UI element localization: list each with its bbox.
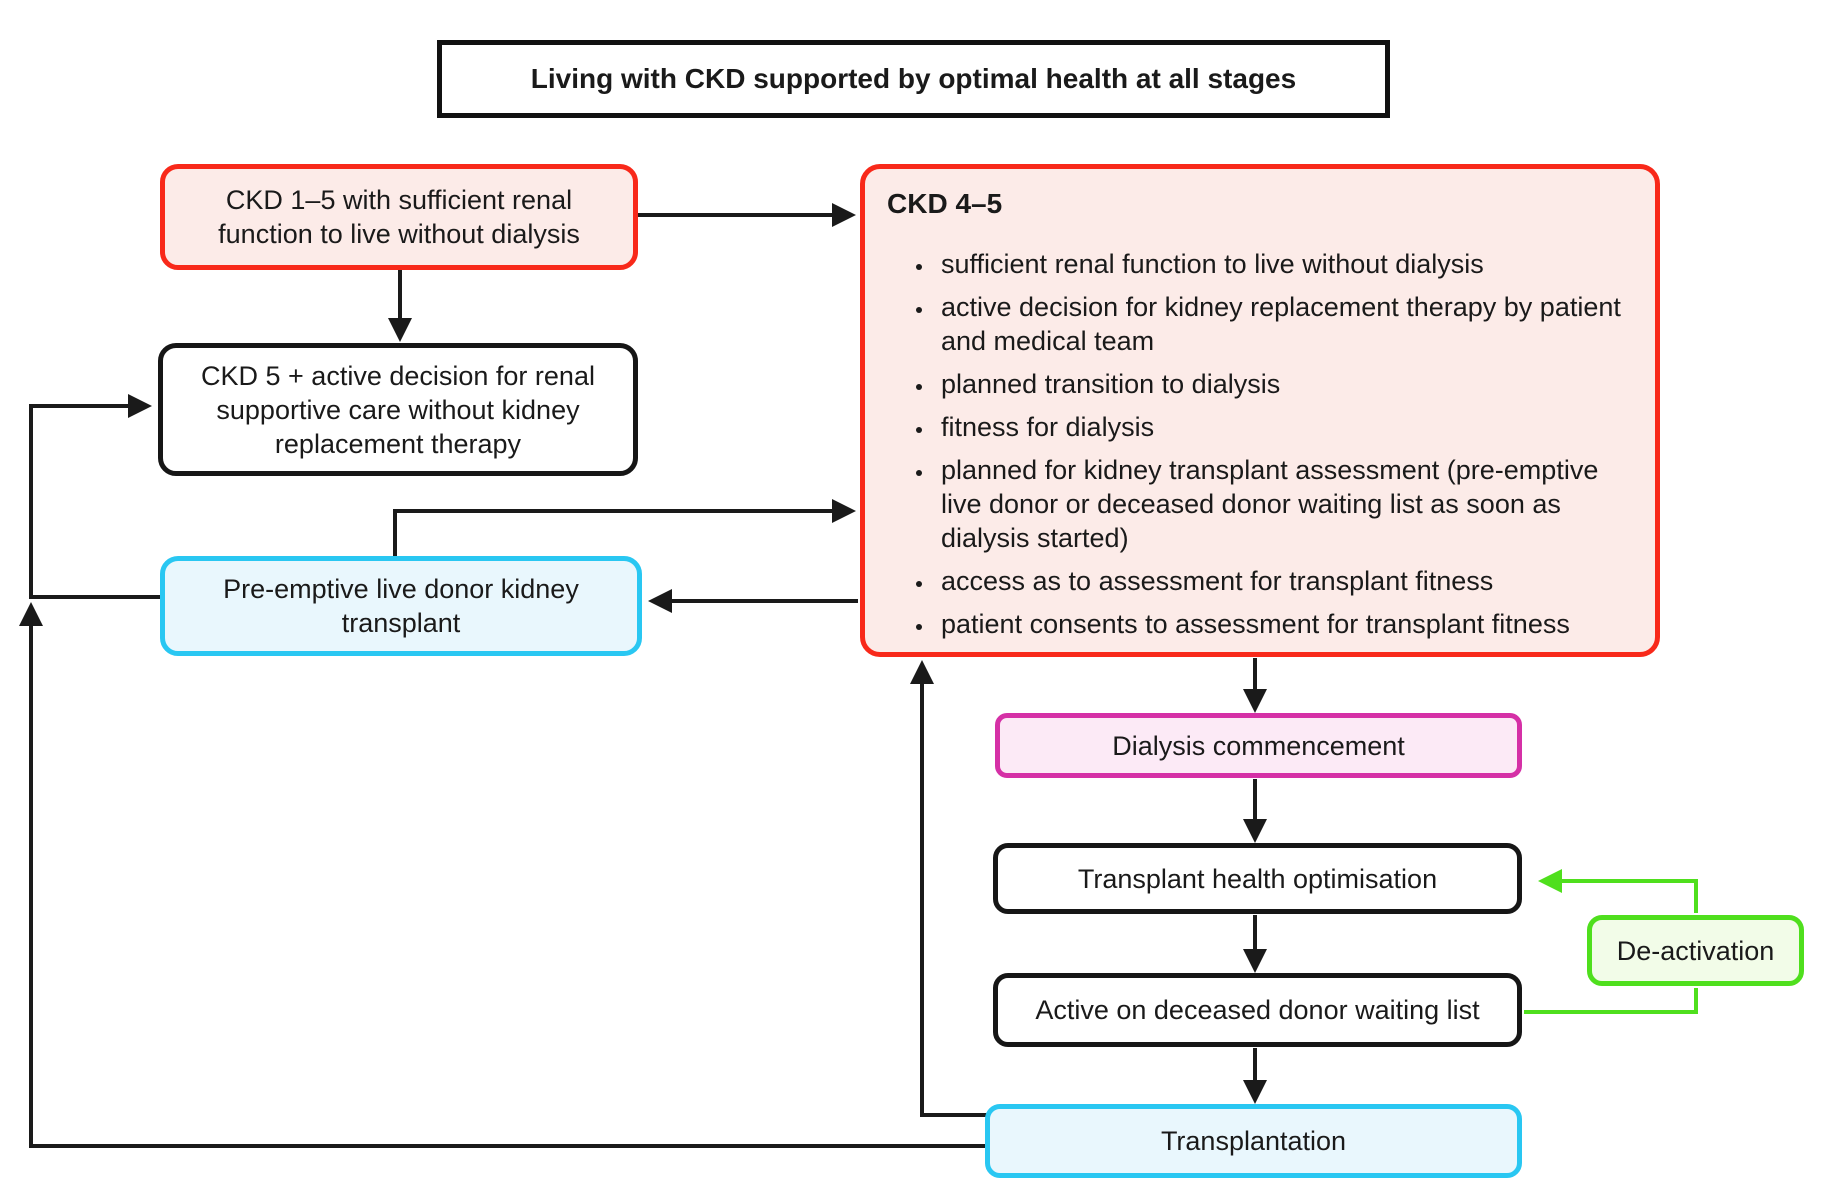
box-deactivation: De-activation (1587, 915, 1804, 986)
green-line-active-to-deactivation (1524, 988, 1698, 1014)
box-dialysis-commencement-label: Dialysis commencement (1112, 730, 1405, 761)
bullet-item: fitness for dialysis (935, 410, 1633, 444)
box-ckd-5-supportive-care: CKD 5 + active decision for renal suppor… (158, 343, 638, 476)
title-text: Living with CKD supported by optimal hea… (530, 63, 1297, 94)
arrow-transplantation-feedback-left (19, 602, 990, 1148)
box-transplant-health-optimisation: Transplant health optimisation (993, 843, 1522, 914)
bullet-item: active decision for kidney replacement t… (935, 290, 1633, 358)
arrow-preemptive-to-ckd5 (29, 394, 162, 599)
box-active-deceased-donor-waiting-list-label: Active on deceased donor waiting list (1035, 995, 1480, 1025)
title-box: Living with CKD supported by optimal hea… (437, 40, 1390, 118)
box-transplantation: Transplantation (985, 1104, 1522, 1178)
bullet-item: patient consents to assessment for trans… (935, 607, 1633, 641)
box-ckd-4-5-heading: CKD 4–5 (887, 188, 1003, 219)
box-ckd-4-5-bullet-list: sufficient renal function to live withou… (887, 247, 1633, 641)
box-ckd-1-5: CKD 1–5 with sufficient renal function t… (160, 164, 638, 270)
bullet-item: sufficient renal function to live withou… (935, 247, 1633, 281)
box-dialysis-commencement: Dialysis commencement (995, 713, 1522, 778)
arrow-preemptive-to-ckd45 (393, 499, 856, 558)
bullet-item: access as to assessment for transplant f… (935, 564, 1633, 598)
arrow-transplantation-to-ckd45 (910, 660, 990, 1117)
box-ckd-1-5-label: CKD 1–5 with sufficient renal function t… (218, 185, 580, 249)
box-deactivation-label: De-activation (1616, 935, 1775, 966)
box-ckd-4-5: CKD 4–5 sufficient renal function to liv… (860, 164, 1660, 657)
box-transplantation-label: Transplantation (1160, 1126, 1347, 1156)
box-ckd-5-supportive-care-label: CKD 5 + active decision for renal suppor… (201, 360, 595, 459)
bullet-item: planned for kidney transplant assessment… (935, 453, 1633, 555)
box-active-deceased-donor-waiting-list: Active on deceased donor waiting list (993, 973, 1522, 1047)
bullet-item: planned transition to dialysis (935, 367, 1633, 401)
box-transplant-health-optimisation-label: Transplant health optimisation (1077, 863, 1438, 894)
box-preemptive-live-donor-transplant: Pre-emptive live donor kidney transplant (160, 556, 642, 656)
box-preemptive-live-donor-transplant-label: Pre-emptive live donor kidney transplant (223, 574, 579, 638)
green-arrow-deactivation-to-transplant-health (1538, 869, 1698, 913)
